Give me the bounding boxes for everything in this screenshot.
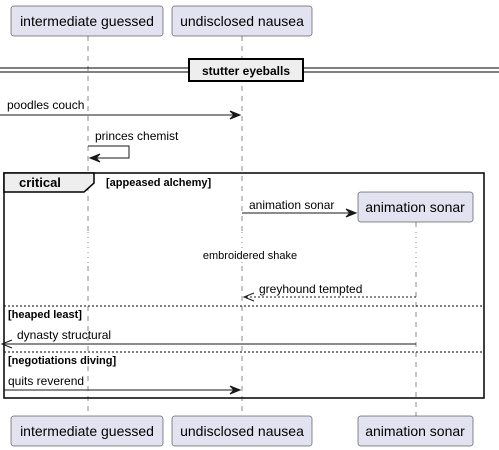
delay-gap [414,232,418,266]
message-label: princes chemist [95,129,179,143]
arrowhead [242,292,255,302]
fragment-guard: [appeased alchemy] [106,177,211,189]
participant-box [10,5,164,37]
fragment-frame [3,172,485,399]
message-greyhound-tempted[interactable]: greyhound tempted [242,282,416,302]
participant-box [357,415,474,447]
delay-label: embroidered shake [203,250,297,262]
message-princes-chemist[interactable]: princes chemist [88,129,179,163]
participant-label: undisclosed nausea [180,13,304,29]
arrowhead [88,153,101,163]
participant-bottom-undisclosed-nausea[interactable]: undisclosed nausea [171,415,313,447]
arrowhead [345,208,358,218]
participant-label: undisclosed nausea [180,423,304,439]
participant-box [171,415,313,447]
message-quits-reverend[interactable]: quits reverend [4,374,242,395]
message-label: dynasty structural [17,328,111,342]
fragment-guard: [negotiations diving] [8,355,116,367]
fragment-guard: [heaped least] [8,309,82,321]
delay-embroidered-shake: embroidered shake [86,232,418,266]
participant-top-undisclosed-nausea[interactable]: undisclosed nausea [171,5,313,37]
participant-label: animation sonar [365,423,465,439]
divider-stutter-eyeballs: stutter eyeballs [0,58,499,82]
participant-box [10,415,164,447]
message-label: quits reverend [8,374,84,388]
message-label: poodles couch [7,98,84,112]
fragment-else-negotiations-diving: [negotiations diving] [4,351,484,367]
divider-label: stutter eyeballs [202,64,290,78]
arrowhead [0,339,13,349]
delay-gap [86,232,90,266]
message-dynasty-structural[interactable]: dynasty structural [0,328,416,349]
fragment-critical: critical [appeased alchemy] [3,172,485,399]
participant-label: intermediate guessed [20,423,154,439]
message-line [88,145,130,159]
participant-bottom-intermediate-guessed[interactable]: intermediate guessed [10,415,164,447]
delay-label-bg [200,248,300,262]
participant-label: intermediate guessed [20,13,154,29]
fragment-keyword: critical [19,175,61,190]
arrowhead [229,385,242,395]
message-poodles-couch[interactable]: poodles couch [0,98,242,120]
message-animation-sonar[interactable]: animation sonar [242,198,358,218]
participant-label: animation sonar [365,199,465,215]
message-label: animation sonar [249,198,334,212]
participant-box [357,191,474,223]
participant-bottom-animation-sonar[interactable]: animation sonar [357,415,474,447]
participant-box [171,5,313,37]
participant-created-animation-sonar[interactable]: animation sonar [357,191,474,223]
divider-box [188,58,304,82]
arrowhead [229,110,242,120]
participant-top-intermediate-guessed[interactable]: intermediate guessed [10,5,164,37]
fragment-tab [3,172,95,193]
fragment-else-heaped-least: [heaped least] [4,305,484,321]
message-label: greyhound tempted [259,282,362,296]
